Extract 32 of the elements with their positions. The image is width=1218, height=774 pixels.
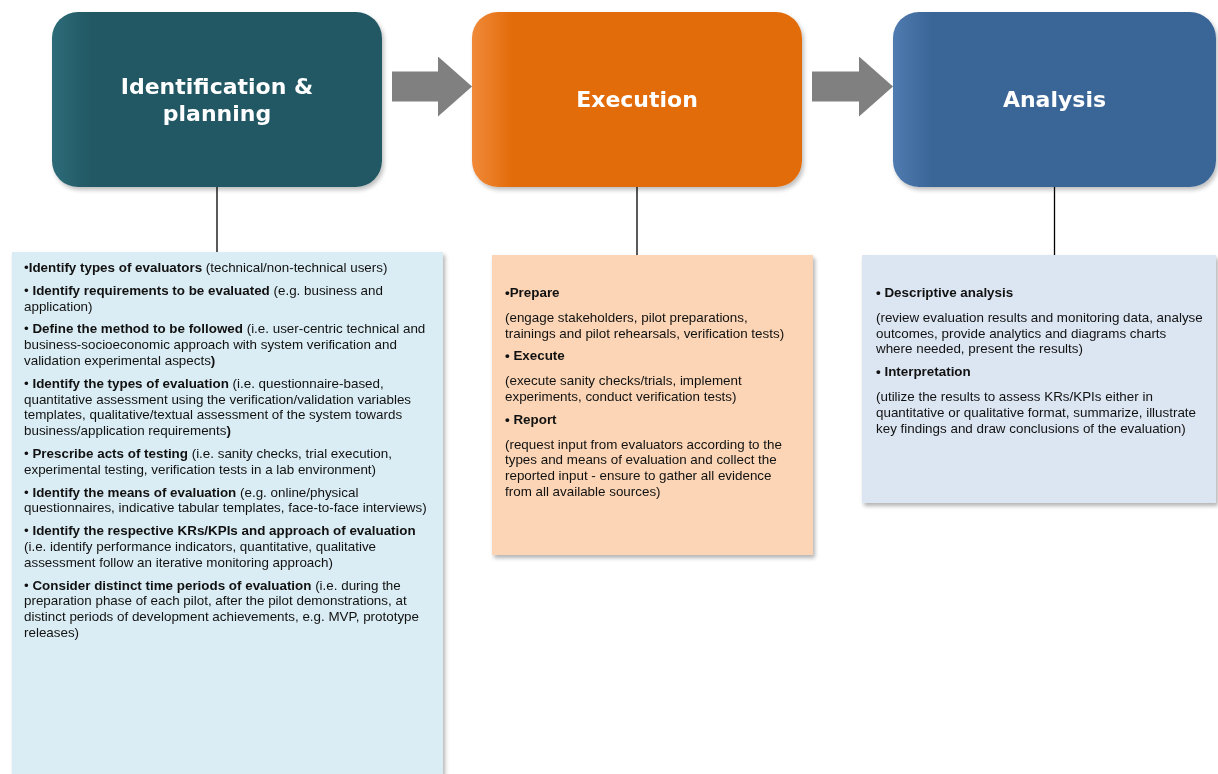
step-description: (request input from evaluators according to the types and means of evaluation and collect the reported input - ensure to gather all evidence from all available sources) (505, 436, 783, 500)
task-item: • Identify the types of evaluation (i.e. questionnaire-based, quantitative assessment using the verification/validation variables templates, qualitative/textual assessment of the system towards business/application requirements) (24, 375, 413, 439)
task-list-box (862, 255, 1216, 503)
step-description: (utilize the results to assess KRs/KPIs either in quantitative or qualitative format, summarize, illustrate key findings and draw conclusions of the evaluation) (876, 389, 1198, 437)
task-item: • Identify the respective KRs/KPIs and approach of evaluation (i.e. identify performance indicators, quantitative, qualitative assessment follow an iterative monitoring approach) (24, 523, 417, 571)
step-description: (engage stakeholders, pilot preparations, trainings and pilot rehearsals, verification tests) (505, 309, 786, 342)
task-item: • Identify requirements to be evaluated (e.g. business and application) (24, 282, 384, 315)
step-heading: • Interpretation (876, 364, 972, 380)
task-item: • Consider distinct time periods of evaluation (i.e. during the preparation phase of each pilot, after the pilot demonstrations, at distinct periods of development achievements, e.g. MVP, prototype releases) (24, 577, 420, 641)
phase-box (893, 12, 1216, 187)
step-heading: • Report (505, 411, 558, 428)
task-item: •Identify types of evaluators (technical/non-technical users) (24, 260, 389, 276)
phase-box (52, 12, 382, 187)
connector-line (216, 186, 218, 253)
step-heading: •Prepare (505, 285, 561, 301)
block-arrow (392, 56, 472, 117)
phase-title: Analysis (1002, 86, 1107, 113)
step-heading: • Descriptive analysis (876, 285, 1015, 301)
phase-title: Execution (576, 86, 698, 113)
task-item: • Identify the means of evaluation (e.g. online/physical questionnaires, indicative tabular templates, face-to-face interviews) (24, 484, 428, 517)
task-list-box (492, 255, 813, 555)
phase-title: Identification & planning (119, 72, 315, 127)
block-arrow (812, 56, 893, 117)
step-heading: • Execute (505, 348, 566, 365)
step-description: (execute sanity checks/trials, implement experiments, conduct verification tests) (505, 373, 743, 405)
task-item: • Define the method to be followed (i.e. user-centric technical and business-socioeconomic approach with system verification and validation experimental aspects) (24, 321, 427, 369)
connector-line (1053, 186, 1056, 256)
task-list-box (12, 252, 443, 774)
task-item: • Prescribe acts of testing (i.e. sanity checks, trial execution, experimental testing, verification tests in a lab environment) (24, 445, 393, 478)
phase-box (472, 12, 802, 187)
step-description: (review evaluation results and monitoring data, analyse outcomes, provide analytics and diagrams charts where needed, present the results) (876, 309, 1204, 358)
connector-line (636, 186, 638, 256)
